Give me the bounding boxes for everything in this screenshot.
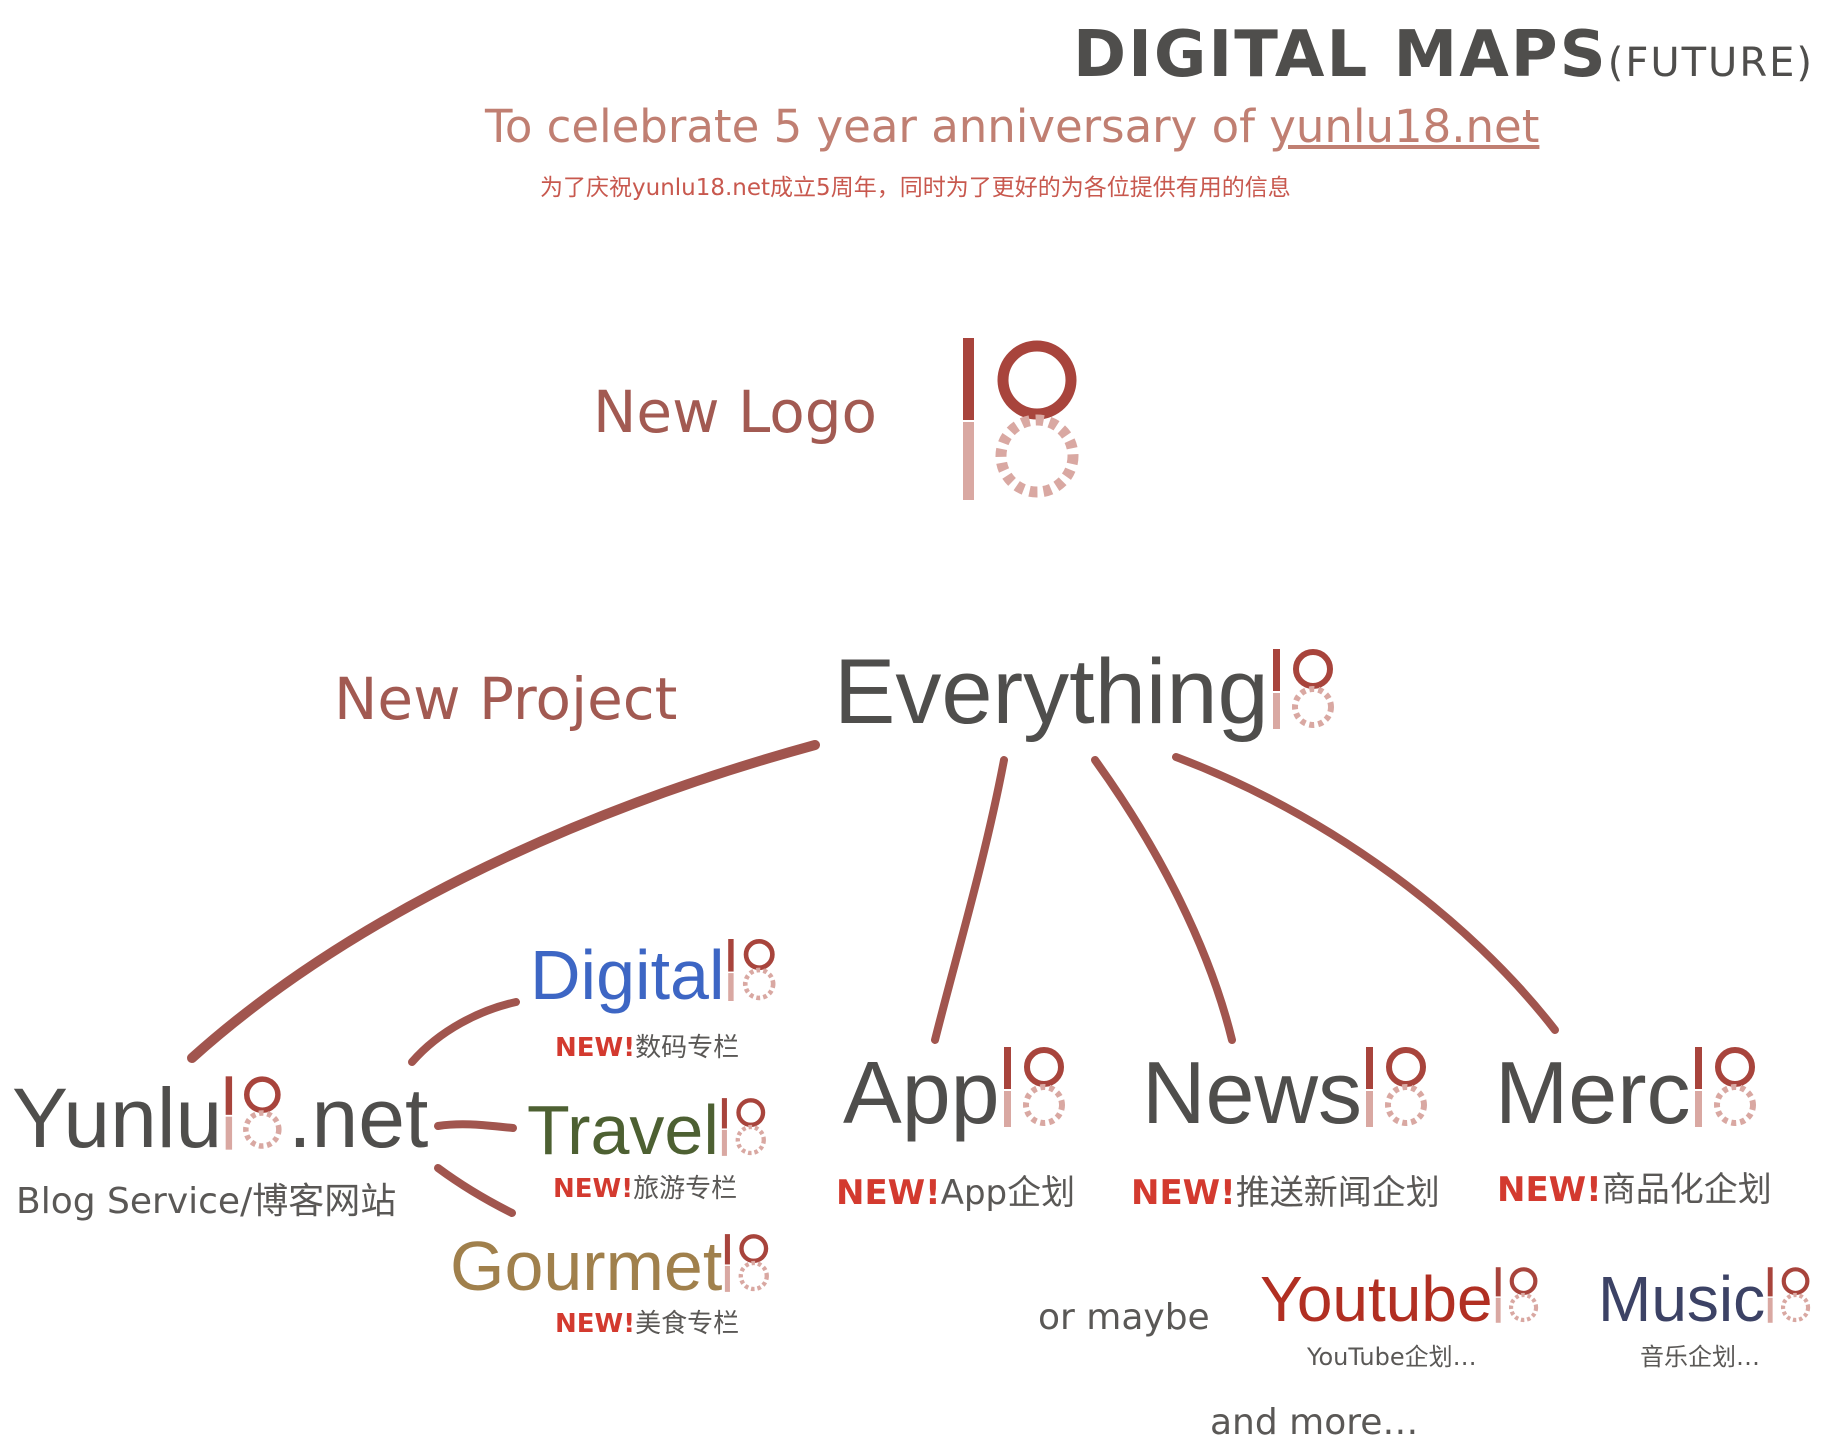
connector-yunlu-travel <box>434 1120 517 1132</box>
app-caption: NEW!App企划 <box>836 1165 1075 1214</box>
logo-18-icon <box>727 939 776 1001</box>
everything-label: Everything <box>834 641 1269 743</box>
music-label: Music <box>1598 1263 1766 1335</box>
merc-caption: NEW!商品化企划 <box>1497 1162 1772 1211</box>
or-maybe-text: or maybe <box>1038 1297 1210 1338</box>
youtube-node[interactable]: Youtube <box>1260 1262 1543 1336</box>
everything-node[interactable]: Everything <box>834 640 1341 745</box>
news-caption: NEW!推送新闻企划 <box>1131 1165 1440 1214</box>
site-link[interactable]: yunlu18.net <box>1269 100 1540 153</box>
logo-18-icon <box>725 1234 770 1292</box>
page-title: DIGITAL MAPS(FUTURE) <box>1072 18 1814 92</box>
new-badge: NEW! <box>836 1173 941 1213</box>
page-subtitle-cn: 为了庆祝yunlu18.net成立5周年，同时为了更好的为各位提供有用的信息 <box>540 175 1291 201</box>
news-node[interactable]: News <box>1142 1042 1434 1144</box>
gourmet-node[interactable]: Gourmet <box>450 1226 774 1306</box>
new-badge: NEW! <box>1131 1173 1236 1213</box>
yunlu-subtitle: Blog Service/博客网站 <box>16 1181 397 1222</box>
logo-18-icon <box>1767 1267 1811 1323</box>
yunlu-suffix: .net <box>288 1071 429 1165</box>
new-badge: NEW! <box>555 1033 636 1063</box>
new-badge: NEW! <box>555 1309 636 1339</box>
news-label: News <box>1142 1043 1363 1142</box>
digital-caption-text: 数码专栏 <box>635 1033 740 1063</box>
merc-label: Merc <box>1495 1043 1691 1142</box>
gourmet-caption-text: 美食专栏 <box>635 1309 740 1339</box>
digital-caption: NEW!数码专栏 <box>555 1027 739 1064</box>
youtube-caption: YouTube企划… <box>1307 1343 1477 1371</box>
logo-18-icon <box>1366 1047 1428 1127</box>
connector-everything-merc <box>1172 753 1559 1034</box>
travel-caption-text: 旅游专栏 <box>633 1174 738 1204</box>
app-caption-text: App企划 <box>940 1173 1076 1213</box>
yunlu-label: Yunlu <box>12 1071 223 1165</box>
page-subtitle: To celebrate 5 year anniversary of yunlu… <box>485 100 1539 153</box>
gourmet-label: Gourmet <box>450 1227 723 1305</box>
new-project-label: New Project <box>334 665 678 733</box>
travel-label: Travel <box>527 1091 719 1169</box>
new-logo-label: New Logo <box>593 378 878 446</box>
news-caption-text: 推送新闻企划 <box>1235 1173 1440 1213</box>
new-badge: NEW! <box>553 1174 634 1204</box>
logo-18-icon <box>963 338 1079 500</box>
and-more-text: and more… <box>1210 1402 1419 1443</box>
logo-18-icon <box>1495 1267 1538 1323</box>
connector-yunlu-digital <box>408 998 520 1066</box>
logo-18-icon <box>225 1076 282 1150</box>
digital-label: Digital <box>530 936 725 1014</box>
yunlu-node[interactable]: Yunlu .net <box>12 1070 428 1167</box>
subtitle-prefix: To celebrate 5 year anniversary of <box>485 100 1270 153</box>
music-caption: 音乐企划… <box>1640 1343 1760 1371</box>
logo-18-icon <box>721 1098 766 1156</box>
digital-node[interactable]: Digital <box>530 935 781 1015</box>
gourmet-caption: NEW!美食专栏 <box>555 1303 739 1340</box>
connector-yunlu-gourmet <box>434 1164 516 1217</box>
connector-everything-app <box>931 756 1008 1044</box>
travel-caption: NEW!旅游专栏 <box>553 1168 737 1205</box>
music-node[interactable]: Music <box>1598 1262 1815 1336</box>
connector-everything-yunlu <box>187 740 820 1063</box>
logo-18-icon <box>1272 649 1334 729</box>
app-node[interactable]: App <box>843 1042 1072 1144</box>
travel-node[interactable]: Travel <box>527 1090 771 1170</box>
app-label: App <box>843 1043 1000 1142</box>
logo-18-icon <box>1003 1047 1065 1127</box>
page-title-paren: (FUTURE) <box>1607 40 1814 86</box>
new-badge: NEW! <box>1497 1170 1602 1210</box>
connector-everything-news <box>1091 756 1236 1044</box>
logo-18-icon <box>1694 1047 1756 1127</box>
youtube-label: Youtube <box>1260 1263 1493 1335</box>
merc-node[interactable]: Merc <box>1495 1042 1763 1144</box>
merc-caption-text: 商品化企划 <box>1601 1170 1772 1210</box>
